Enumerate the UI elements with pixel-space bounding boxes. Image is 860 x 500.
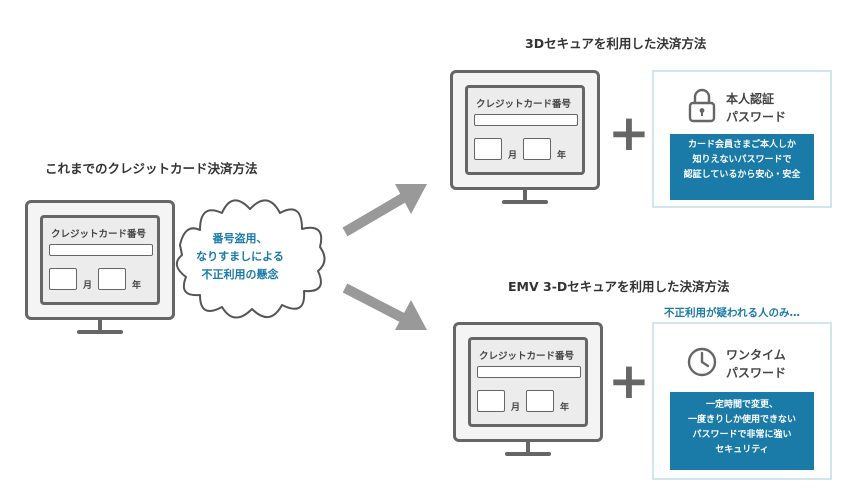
concern-line: なりすましによる (196, 250, 284, 263)
auth-title: ワンタイム パスワード (726, 346, 786, 382)
auth-note-line: 一定時間で変更、 (705, 400, 778, 410)
month-field (477, 390, 505, 412)
year-field (98, 268, 126, 290)
condition-note: 不正利用が疑われる人のみ… (664, 307, 800, 319)
concern-burst-icon (175, 199, 326, 319)
auth-note-line: 一度きりしか使用できない (687, 415, 796, 425)
lock-icon (688, 88, 716, 123)
arrow-up-shaft (342, 193, 406, 237)
auth-title-line: パスワード (726, 110, 787, 124)
card-form-title: クレジットカード番号 (479, 351, 575, 362)
card-form: クレジットカード番号 月 年 (465, 85, 585, 175)
monitor-screen: クレジットカード番号 月 年 (450, 70, 600, 190)
auth-note-line: 知りえないパスワードで (692, 155, 792, 165)
year-field (526, 390, 554, 412)
month-label: 月 (511, 403, 521, 413)
month-label: 月 (508, 151, 518, 161)
auth-title-line: 本人認証 (726, 92, 775, 106)
concern-line: 不正利用の懸念 (201, 268, 279, 281)
auth-title-line: ワンタイム (726, 348, 786, 362)
card-number-field (477, 366, 581, 378)
year-label: 年 (132, 281, 142, 291)
card-number-field (474, 114, 578, 126)
bottom-method-heading: EMV 3-Dセキュアを利用した決済方法 (508, 279, 730, 294)
clock-icon (687, 347, 717, 377)
monitor-top: クレジットカード番号 月 年 (450, 70, 600, 210)
monitor-bottom: クレジットカード番号 月 年 (453, 322, 603, 462)
monitor-neck (526, 442, 530, 454)
year-label: 年 (557, 151, 567, 161)
left-heading: これまでのクレジットカード決済方法 (45, 161, 258, 176)
plus-sign: + (608, 104, 650, 162)
year-field (523, 138, 551, 160)
card-form: クレジットカード番号 月 年 (40, 215, 160, 305)
arrows (342, 184, 427, 330)
auth-note: カード会員さまご本人しか 知りえないパスワードで 認証しているから安心・安全 (670, 134, 814, 200)
monitor-neck (523, 190, 527, 202)
card-number-field (49, 244, 153, 256)
auth-note-line: パスワードで非常に強い (692, 430, 792, 440)
auth-note: 一定時間で変更、 一度きりしか使用できない パスワードで非常に強い セキュリティ (670, 392, 814, 470)
monitor-base (77, 330, 123, 334)
auth-note-line: セキュリティ (715, 445, 769, 455)
month-field (474, 138, 502, 160)
month-label: 月 (83, 281, 93, 291)
auth-note-line: カード会員さまご本人しか (687, 140, 796, 150)
auth-title: 本人認証 パスワード (726, 90, 786, 126)
arrow-down-head (395, 300, 427, 330)
concern-line: 番号盗用、 (212, 232, 268, 245)
auth-note-line: 認証しているから安心・安全 (683, 170, 801, 180)
arrow-down-shaft (342, 283, 406, 323)
month-field (49, 268, 77, 290)
monitor-screen: クレジットカード番号 月 年 (453, 322, 603, 442)
monitor-left: クレジットカード番号 月 年 (25, 200, 175, 340)
monitor-base (505, 452, 551, 456)
card-form-title: クレジットカード番号 (476, 99, 572, 110)
plus-sign: + (608, 352, 650, 410)
arrow-up-head (395, 184, 427, 214)
auth-title-line: パスワード (726, 366, 787, 380)
year-label: 年 (560, 403, 570, 413)
monitor-neck (98, 320, 102, 332)
monitor-base (502, 200, 548, 204)
auth-panel-onetime: ワンタイム パスワード 一定時間で変更、 一度きりしか使用できない パスワードで… (652, 322, 832, 480)
card-form: クレジットカード番号 月 年 (468, 337, 588, 427)
monitor-screen: クレジットカード番号 月 年 (25, 200, 175, 320)
card-form-title: クレジットカード番号 (51, 229, 147, 240)
concern-text: 番号盗用、 なりすましによる 不正利用の懸念 (180, 230, 300, 284)
auth-panel-password: 本人認証 パスワード カード会員さまご本人しか 知りえないパスワードで 認証して… (652, 70, 832, 208)
top-method-heading: 3Dセキュアを利用した決済方法 (525, 36, 707, 51)
